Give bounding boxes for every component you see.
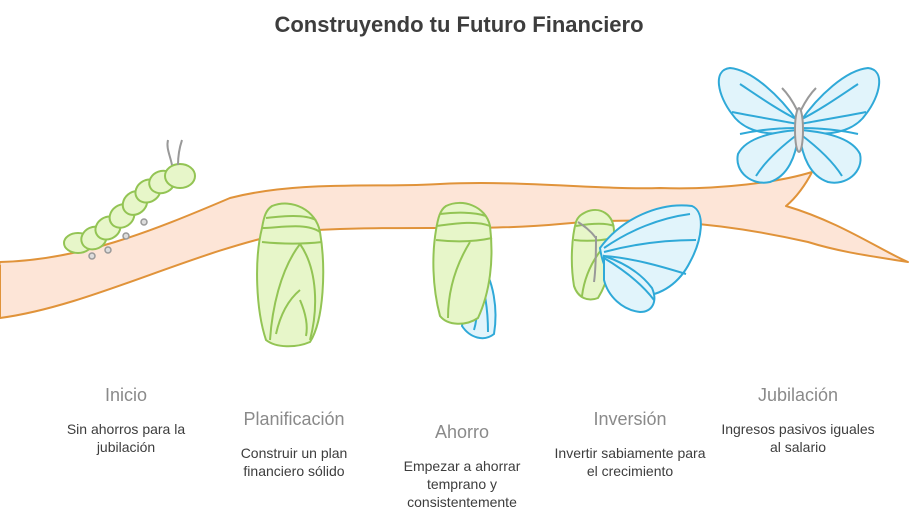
stage-name: Inicio	[104, 385, 148, 405]
stage-name: Ahorro	[434, 422, 490, 442]
stage-name: Inversión	[593, 409, 667, 429]
stage-description: Ingresos pasivos iguales al salario	[721, 421, 875, 455]
butterfly-icon	[717, 66, 881, 184]
chrysalis-wing-icon	[432, 201, 497, 340]
caterpillar-icon	[63, 139, 196, 260]
diagram-title: Construyendo tu Futuro Financiero	[274, 12, 644, 37]
stage-inicio: Inicio Sin ahorros para la jubilación	[40, 384, 212, 456]
stage-planificacion: Planificación Construir un plan financie…	[218, 408, 370, 480]
stage-jubilacion: Jubilación Ingresos pasivos iguales al s…	[716, 384, 880, 456]
stage-description: Empezar a ahorrar temprano y consistente…	[403, 458, 521, 510]
chrysalis-icon	[256, 202, 325, 348]
stage-description: Sin ahorros para la jubilación	[66, 421, 186, 455]
stage-inversion: Inversión Invertir sabiamente para el cr…	[550, 408, 710, 480]
stage-name: Planificación	[243, 409, 345, 429]
stage-description: Invertir sabiamente para el crecimiento	[554, 445, 706, 479]
stage-ahorro: Ahorro Empezar a ahorrar temprano y cons…	[382, 421, 542, 511]
stage-name: Jubilación	[757, 385, 839, 405]
stage-description: Construir un plan financiero sólido	[240, 445, 348, 479]
emerging-butterfly-icon	[570, 204, 702, 314]
